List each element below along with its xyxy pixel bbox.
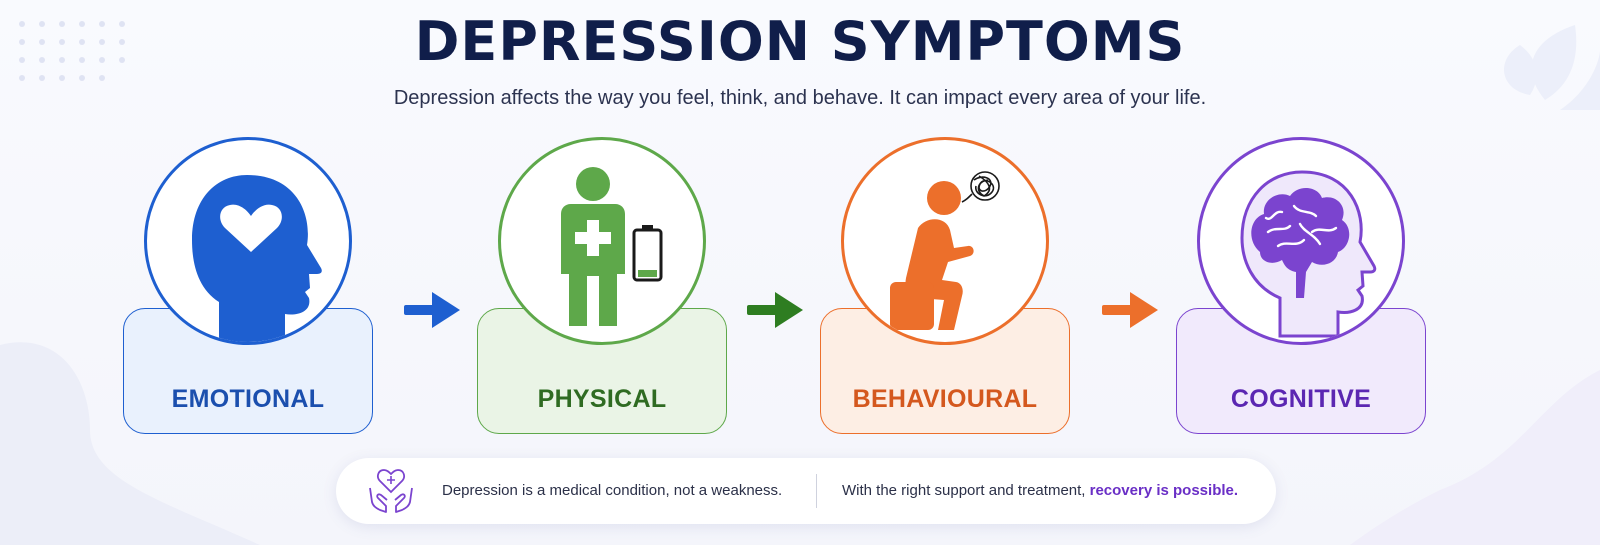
body-low-battery-icon	[561, 167, 663, 326]
page-subtitle: Depression affects the way you feel, thi…	[393, 87, 1207, 109]
page-title: DEPRESSION SYMPTOMS	[414, 10, 1186, 73]
arrow-right-icon	[1102, 292, 1158, 328]
caring-hands-heart-icon	[369, 469, 413, 513]
category-card-physical: PHYSICAL	[477, 0, 727, 545]
arrow-right-icon	[404, 292, 460, 328]
head-brain-icon	[1240, 170, 1377, 338]
sitting-person-worry-icon	[890, 171, 1000, 330]
category-card-emotional: EMOTIONAL	[123, 0, 373, 545]
wave-left-decoration	[0, 342, 260, 545]
head-heart-icon	[192, 175, 322, 342]
category-circle	[498, 137, 706, 345]
footer-text-highlight: recovery is possible.	[1089, 482, 1239, 499]
category-label-cognitive: COGNITIVE	[1230, 385, 1372, 413]
category-circle	[841, 137, 1049, 345]
footer-text-right: With the right support and treatment, re…	[842, 482, 1238, 499]
footer-divider	[816, 474, 817, 508]
footer-text-right-prefix: With the right support and treatment,	[842, 482, 1090, 499]
category-label-emotional: EMOTIONAL	[171, 385, 325, 413]
category-circle	[1197, 137, 1405, 345]
category-label-physical: PHYSICAL	[537, 385, 667, 413]
tangled-thought-icon	[961, 171, 1000, 203]
leaf-decoration	[1503, 25, 1600, 110]
footer-note: Depression is a medical condition, not a…	[336, 458, 1276, 524]
brain-folds	[1264, 204, 1338, 248]
category-card-cognitive: COGNITIVE	[1176, 0, 1426, 545]
category-label-behavioural: BEHAVIOURAL	[852, 385, 1038, 413]
category-card-behavioural: BEHAVIOURAL	[820, 0, 1070, 545]
footer-text-left: Depression is a medical condition, not a…	[442, 482, 783, 499]
wave-right-decoration	[1350, 370, 1600, 545]
category-circle	[144, 137, 352, 345]
arrow-right-icon	[747, 292, 803, 328]
dot-grid-decoration	[19, 21, 125, 81]
